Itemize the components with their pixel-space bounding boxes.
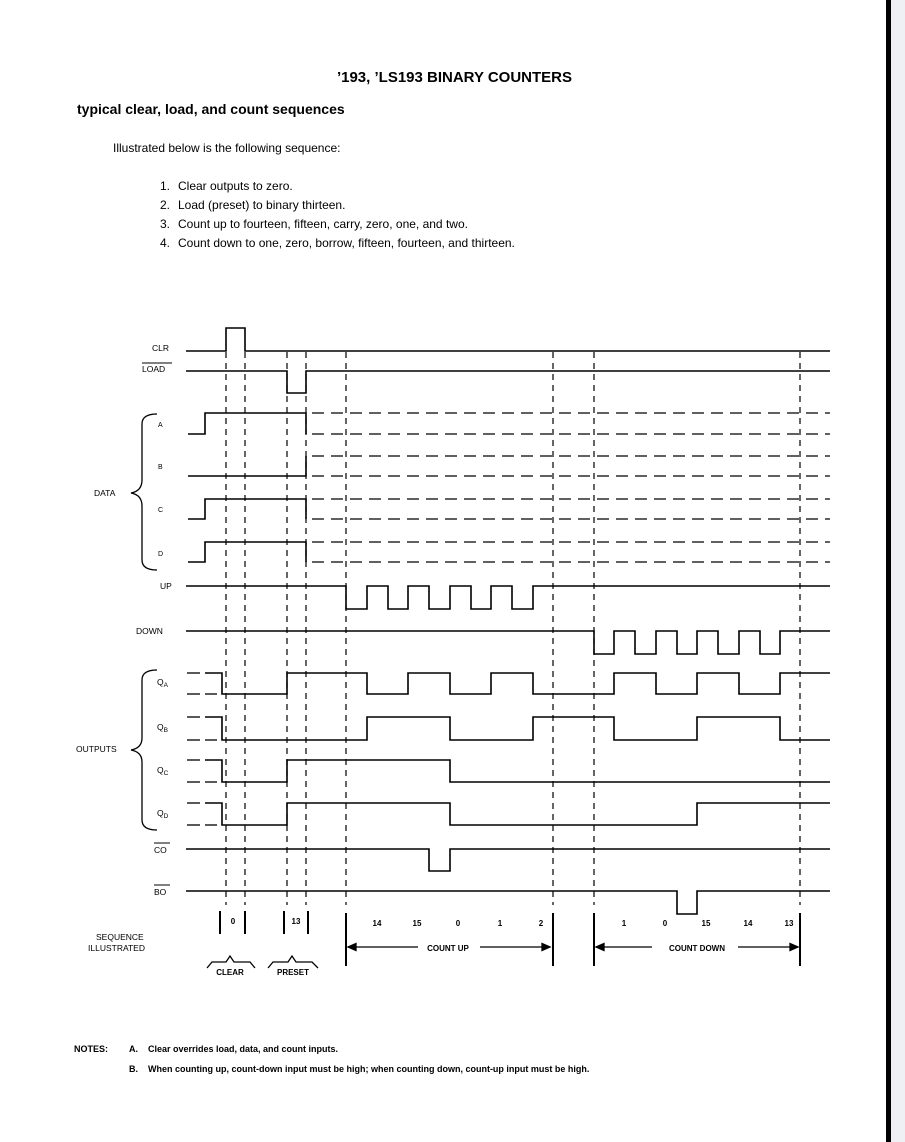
preset-label: PRESET [277,968,309,977]
data-brace [130,413,158,571]
seq-value-down: 15 [702,919,711,928]
data-b-waveform [188,456,307,477]
qd-label: QD [157,808,169,820]
data-group-label: DATA [94,488,116,498]
clr-waveform [186,327,830,352]
page-right-border [886,0,891,1142]
seq-value-up: 14 [373,919,382,928]
seq-value-down: 14 [744,919,753,928]
seq-value-down: 0 [663,919,668,928]
qa-waveform [205,672,830,695]
data-d-waveform [188,541,307,563]
range-labels: COUNT UP COUNT DOWN CLEAR PRESET [216,944,725,977]
step-item: 3.Count up to fourteen, fifteen, carry, … [160,217,468,231]
sequence-label-line1: SEQUENCE [96,932,144,942]
up-waveform [186,585,830,610]
sequence-steps-list: 1.Clear outputs to zero. 2.Load (preset)… [160,177,515,253]
outputs-brace [130,669,158,831]
seq-value-down: 13 [785,919,794,928]
group-braces [130,413,158,831]
co-label: CO [154,845,167,855]
undefined-state-marks [187,672,217,826]
bo-label: BO [154,887,167,897]
signal-labels: CLR LOAD A B C D DATA UP DOWN QA QB QC Q… [76,343,172,953]
co-waveform [186,848,830,872]
page-title: ’193, ’LS193 BINARY COUNTERS [336,69,573,86]
bo-waveform [186,890,830,915]
note-b: B.When counting up, count-down input mus… [129,1064,590,1074]
data-a-waveform [188,412,307,435]
count-up-label: COUNT UP [427,944,469,953]
notes-section: NOTES:A.Clear overrides load, data, and … [74,1042,589,1082]
qd-waveform [205,802,830,826]
load-waveform [186,370,830,394]
seq-value-preset: 13 [292,917,301,926]
arrowhead [594,942,605,952]
clr-label: CLR [152,343,169,353]
sequence-bars [219,911,801,966]
seq-value-up: 15 [413,919,422,928]
underbraces [206,954,319,969]
count-down-label: COUNT DOWN [669,944,725,953]
down-label: DOWN [136,626,163,636]
guide-lines [225,352,801,905]
note-a: NOTES:A.Clear overrides load, data, and … [74,1044,339,1054]
range-arrows [346,942,800,952]
qb-waveform [205,716,830,741]
step-item: 1.Clear outputs to zero. [160,179,293,193]
dont-care-dashes [312,412,830,563]
data-c-label: C [158,507,163,514]
outputs-group-label: OUTPUTS [76,744,117,754]
data-d-label: D [158,551,163,558]
down-waveform [186,630,830,655]
qb-label: QB [157,722,168,734]
seq-value-clear: 0 [231,917,236,926]
data-b-label: B [158,464,163,471]
seq-value-up: 0 [456,919,461,928]
up-label: UP [160,581,172,591]
load-label: LOAD [142,364,165,374]
viewer-background [891,0,905,1142]
data-a-label: A [158,422,163,429]
clear-brace [206,954,256,969]
data-c-waveform [188,498,307,520]
arrowhead [789,942,800,952]
seq-value-down: 1 [622,919,627,928]
waveforms [186,327,830,915]
qa-label: QA [157,677,169,689]
step-item: 4.Count down to one, zero, borrow, fifte… [160,236,515,250]
clear-label: CLEAR [216,968,244,977]
arrowhead [346,942,357,952]
qc-label: QC [157,765,169,777]
preset-brace [267,954,319,969]
seq-value-up: 2 [539,919,544,928]
section-heading: typical clear, load, and count sequences [77,101,345,117]
intro-text: Illustrated below is the following seque… [113,141,341,155]
sequence-label-line2: ILLUSTRATED [88,943,145,953]
seq-value-up: 1 [498,919,503,928]
qc-waveform [205,759,830,783]
arrowhead [541,942,552,952]
sequence-values: 0 13 14 15 0 1 2 1 0 15 14 13 [231,917,794,928]
step-item: 2.Load (preset) to binary thirteen. [160,198,346,212]
